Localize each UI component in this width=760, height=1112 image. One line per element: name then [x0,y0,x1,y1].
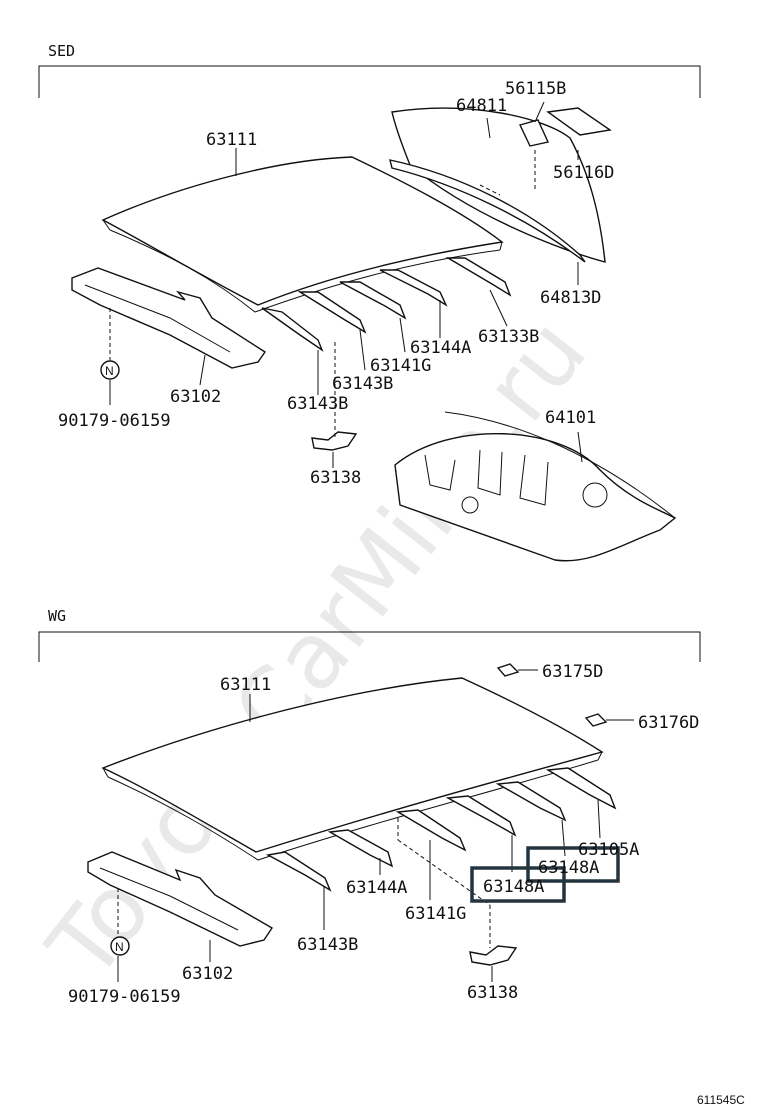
label-63175d: 63175D [542,662,603,682]
label-63144a-wg: 63144A [346,878,407,898]
n-marker-wg-text: N [115,940,124,954]
label-64101: 64101 [545,408,596,428]
label-63176d: 63176D [638,713,699,733]
section-bracket-sed [38,65,701,98]
leaders-sed [109,101,583,468]
label-63141g-wg: 63141G [405,904,466,924]
figure-code: 611545C [697,1093,745,1107]
clip-63176d [584,713,608,727]
section-title-sed: SED [48,42,75,60]
section-bracket-wg [38,631,701,662]
label-64813d: 64813D [540,288,601,308]
section-wg: WG N [38,607,701,1007]
label-63144a-sed: 63144A [410,338,471,358]
highlight-box-63148a-a [526,846,620,883]
label-63143b-wg: 63143B [297,935,358,955]
label-63133b: 63133B [478,327,539,347]
roof-bows-wg [265,767,617,892]
label-56116d: 56116D [553,163,614,183]
label-63138-wg: 63138 [467,983,518,1003]
label-63138-sed: 63138 [310,468,361,488]
label-63111-sed: 63111 [206,130,257,150]
roof-panel-sed [101,156,504,313]
label-63148a-wg-a: 63148A [538,858,599,878]
n-marker-sed [100,360,120,380]
n-marker-sed-text: N [105,364,114,378]
leaders-wg [117,669,634,982]
label-56115b: 56115B [505,79,566,99]
section-sed: SED N [38,42,701,562]
label-63105a: 63105A [578,840,639,860]
front-header-wg [87,851,273,947]
clip-63175d [496,663,520,677]
bracket-63138-sed [311,431,358,451]
n-marker-wg [110,936,130,956]
label-90179-wg: 90179-06159 [68,987,181,1007]
rear-window-sed [389,107,606,263]
label-63111-wg: 63111 [220,675,271,695]
package-tray-sed [394,411,677,562]
roof-bows-sed [261,257,512,352]
bracket-63138-wg [469,945,518,966]
label-64811: 64811 [456,96,507,116]
label-63143b-sed-b: 63143B [287,394,348,414]
highlight-box-63148a-b [470,866,566,903]
section-title-wg: WG [48,607,66,625]
label-63102-sed: 63102 [170,387,221,407]
label-63143b-sed-a: 63143B [332,374,393,394]
label-63102-wg: 63102 [182,964,233,984]
pad-56116d [546,107,612,136]
label-90179-sed: 90179-06159 [58,411,171,431]
label-63141g-sed: 63141G [370,356,431,376]
front-header-sed [71,267,266,369]
clip-56115b [519,119,549,147]
label-63148a-wg-b: 63148A [483,877,544,897]
